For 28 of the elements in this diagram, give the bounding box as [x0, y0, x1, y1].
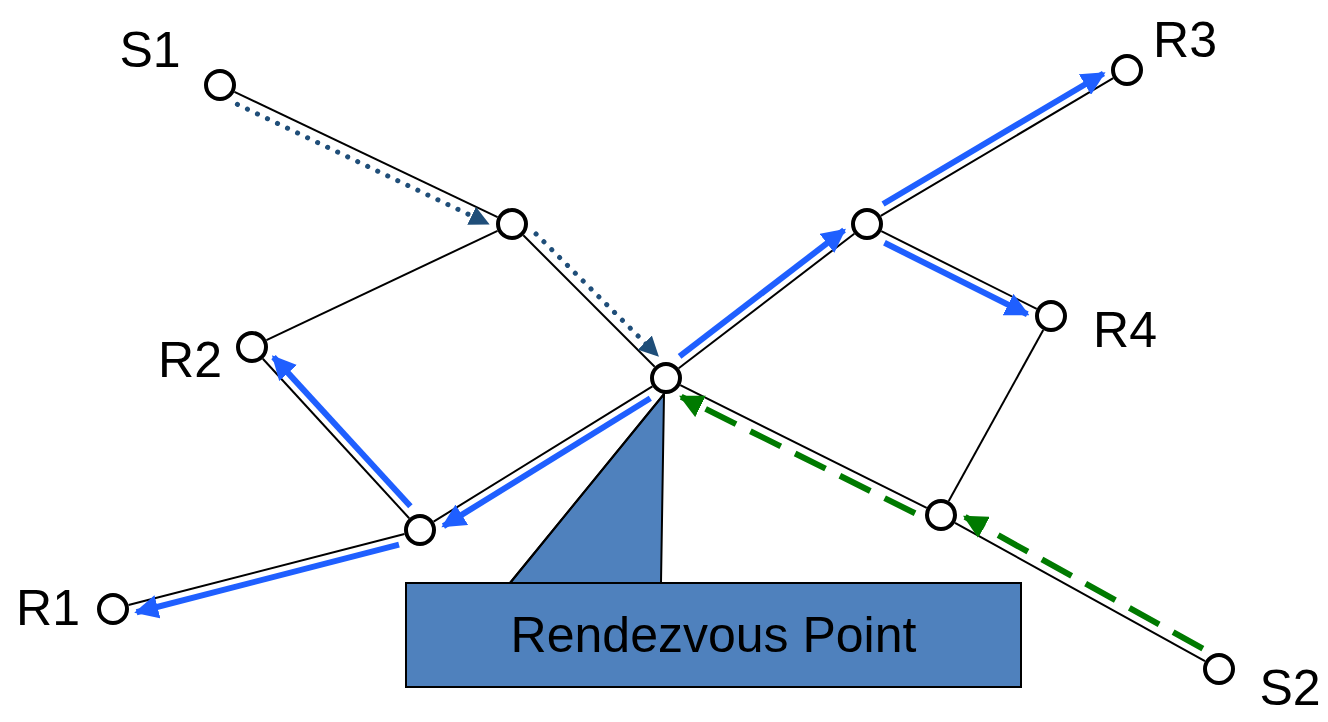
flow-arrow — [883, 240, 1030, 317]
router-node — [404, 514, 436, 546]
router-node — [851, 208, 883, 240]
router-node — [925, 499, 957, 531]
flow-arrow — [881, 70, 1106, 207]
router-node — [1203, 653, 1235, 685]
node-label: S2 — [1259, 663, 1321, 713]
router-node — [1111, 54, 1143, 86]
node-label: R3 — [1153, 15, 1217, 65]
node-label: R1 — [16, 583, 80, 633]
flow-arrow — [963, 514, 1205, 652]
flow-arrow — [679, 394, 917, 516]
node-label: R2 — [158, 335, 222, 385]
router-node — [204, 69, 236, 101]
router-node — [496, 208, 528, 240]
flow-arrow — [234, 101, 491, 227]
flow-arrow — [271, 355, 413, 509]
router-node — [1035, 300, 1067, 332]
flow-arrow — [533, 231, 660, 358]
flow-arrow — [677, 227, 846, 359]
flow-arrow — [134, 541, 400, 619]
router-node — [650, 362, 682, 394]
router-node — [97, 593, 129, 625]
callout-text: Rendezvous Point — [510, 610, 917, 660]
node-label: R4 — [1093, 305, 1157, 355]
flow-arrow — [441, 395, 652, 529]
node-label: S1 — [119, 25, 181, 75]
router-node — [236, 331, 268, 363]
